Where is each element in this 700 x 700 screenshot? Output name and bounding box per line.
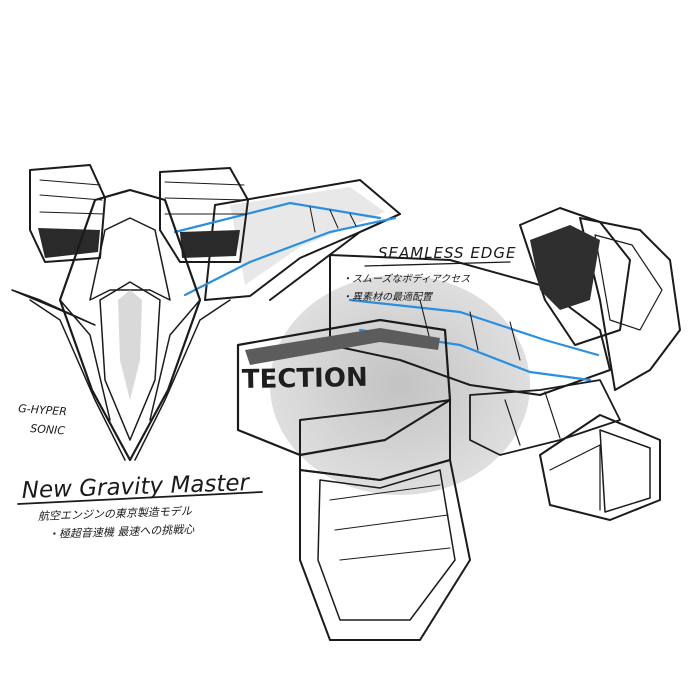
note-line-1: 航空エンジンの東京製造モデル [38,505,193,523]
model-label-line1: G-HYPER [18,402,68,418]
note-line-2: ・極超音速機 最速への挑戦心 [48,523,196,541]
callout-leader [364,261,511,267]
model-label-line2: SONIC [30,422,66,437]
callout-title: SEAMLESS EDGE [378,244,516,262]
shoulder-text: TECTION [242,363,368,395]
callout-bullet-1: ・スムーズなボディアクセス [342,273,470,285]
callout-bullet-2: ・異素材の最適配置 [342,291,433,303]
jet-sketch [11,164,401,462]
title-underline [17,491,263,505]
armor-sketch [236,207,681,641]
